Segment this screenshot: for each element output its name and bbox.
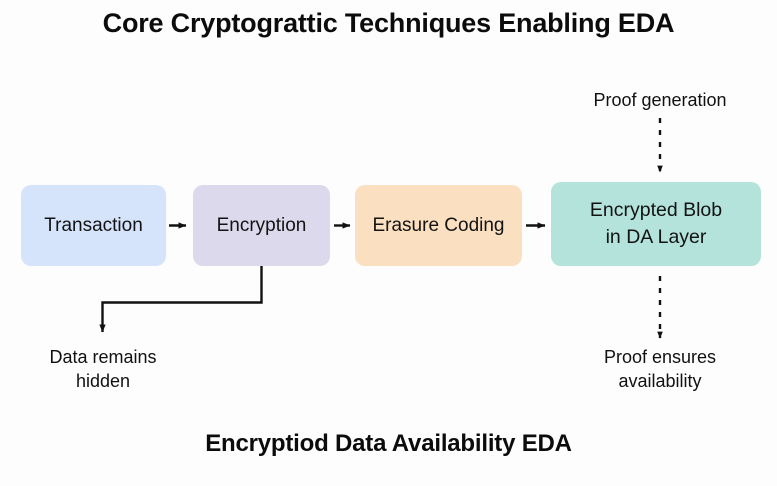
- annotation-proof-generation: Proof generation: [593, 90, 727, 110]
- node-transaction[interactable]: Transaction: [21, 185, 166, 266]
- node-encrypted-blob-label-line1: Encrypted Blob: [589, 199, 723, 221]
- node-encrypted-blob[interactable]: Encrypted Blob in DA Layer: [551, 182, 761, 266]
- node-encryption[interactable]: Encryption: [193, 185, 330, 266]
- page-title: Core Cryptograttic Techniques Enabling E…: [102, 8, 675, 38]
- annotation-data-remains-hidden-line1: Data remains: [49, 347, 157, 367]
- node-encrypted-blob-label-line2: in DA Layer: [605, 226, 707, 248]
- annotation-data-remains-hidden: Data remains hidden: [12, 345, 194, 393]
- node-encrypted-blob-label: Encrypted Blob in DA Layer: [590, 197, 722, 251]
- node-encryption-label: Encryption: [216, 215, 307, 236]
- node-erasure-coding[interactable]: Erasure Coding: [355, 185, 522, 266]
- annotation-proof-ensures-availability: Proof ensures availability: [560, 345, 760, 393]
- node-transaction-label: Transaction: [44, 215, 143, 236]
- annotation-proof-ensures-availability-line1: Proof ensures: [603, 347, 717, 367]
- annotation-proof-ensures-availability-line2: availability: [618, 371, 702, 391]
- arrow-encryption-to-data-hidden: [99, 266, 263, 333]
- node-erasure-coding-label: Erasure Coding: [372, 215, 505, 236]
- page-caption: Encryptiod Data Availability EDA: [205, 430, 572, 457]
- annotation-data-remains-hidden-line2: hidden: [75, 371, 131, 391]
